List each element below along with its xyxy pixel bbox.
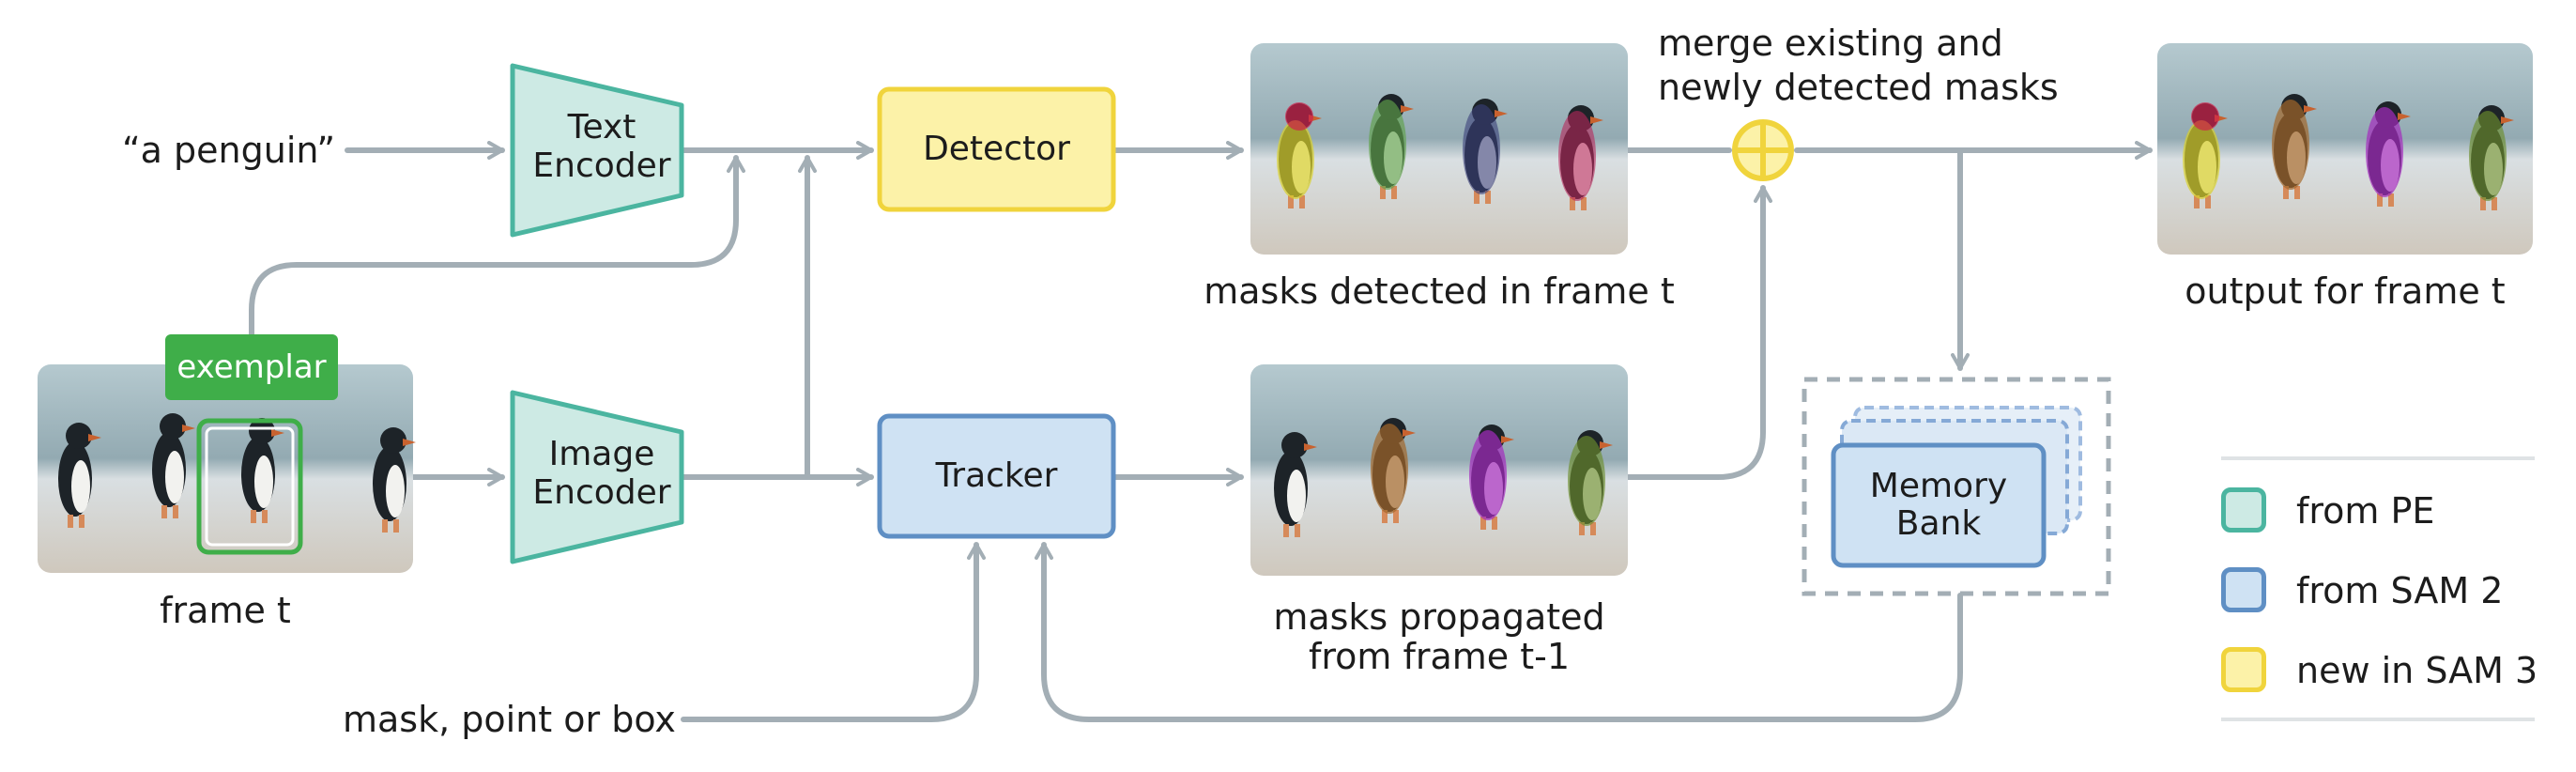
output-frame-image bbox=[2157, 43, 2533, 255]
text-encoder-line1: Text bbox=[567, 108, 636, 147]
exemplar-box-inner bbox=[205, 426, 295, 547]
text-prompt-label: “a penguin” bbox=[122, 130, 336, 171]
legend-swatch-sam3 bbox=[2221, 647, 2266, 692]
text-encoder-line2: Encoder bbox=[532, 147, 671, 185]
tracker-box bbox=[877, 413, 1116, 539]
image-encoder-line1: Image bbox=[548, 435, 655, 473]
detector-box bbox=[877, 86, 1116, 212]
propagated-masks-image bbox=[1250, 364, 1628, 576]
memory-bank-box bbox=[1831, 442, 2047, 568]
legend-label-sam3: new in SAM 3 bbox=[2296, 650, 2538, 691]
input-frame-image bbox=[38, 364, 416, 573]
output-caption: output for frame t bbox=[2185, 270, 2506, 312]
text-encoder-trapezoid bbox=[510, 63, 684, 238]
arrow-propagated-to-merge bbox=[1625, 185, 1772, 480]
propagated-caption-line1: masks propagated bbox=[1273, 596, 1605, 638]
arrow-memory-to-tracker bbox=[1035, 542, 1963, 722]
merge-caption-line2: newly detected masks bbox=[1658, 67, 2059, 108]
arrow-exemplar-path bbox=[249, 155, 745, 341]
frame-label: frame t bbox=[160, 590, 291, 631]
image-encoder-trapezoid bbox=[510, 390, 684, 564]
prompt-input-label: mask, point or box bbox=[343, 699, 676, 740]
merge-caption-line1: merge existing and bbox=[1658, 23, 2003, 64]
detected-masks-image bbox=[1250, 43, 1628, 255]
merge-plus-icon bbox=[1732, 119, 1794, 181]
memory-bank-dashed-frame bbox=[1802, 377, 2111, 596]
propagated-caption-line2: from frame t-1 bbox=[1308, 636, 1571, 677]
legend-label-sam2: from SAM 2 bbox=[2296, 570, 2504, 611]
arrow-prompt-to-tracker bbox=[681, 542, 986, 722]
memory-bank-line2: Bank bbox=[1895, 504, 1982, 543]
memory-bank-line1: Memory bbox=[1869, 467, 2008, 505]
exemplar-box bbox=[196, 418, 303, 555]
tracker-label: Tracker bbox=[935, 456, 1058, 495]
legend-label-pe: from PE bbox=[2296, 490, 2435, 532]
exemplar-badge-label: exemplar bbox=[176, 348, 327, 386]
detected-masks-caption: masks detected in frame t bbox=[1204, 270, 1675, 312]
legend-swatch-pe bbox=[2221, 487, 2266, 533]
detector-label: Detector bbox=[923, 130, 1070, 168]
legend-swatch-sam2 bbox=[2221, 567, 2266, 612]
image-encoder-line2: Encoder bbox=[532, 473, 671, 512]
exemplar-badge bbox=[165, 334, 338, 400]
